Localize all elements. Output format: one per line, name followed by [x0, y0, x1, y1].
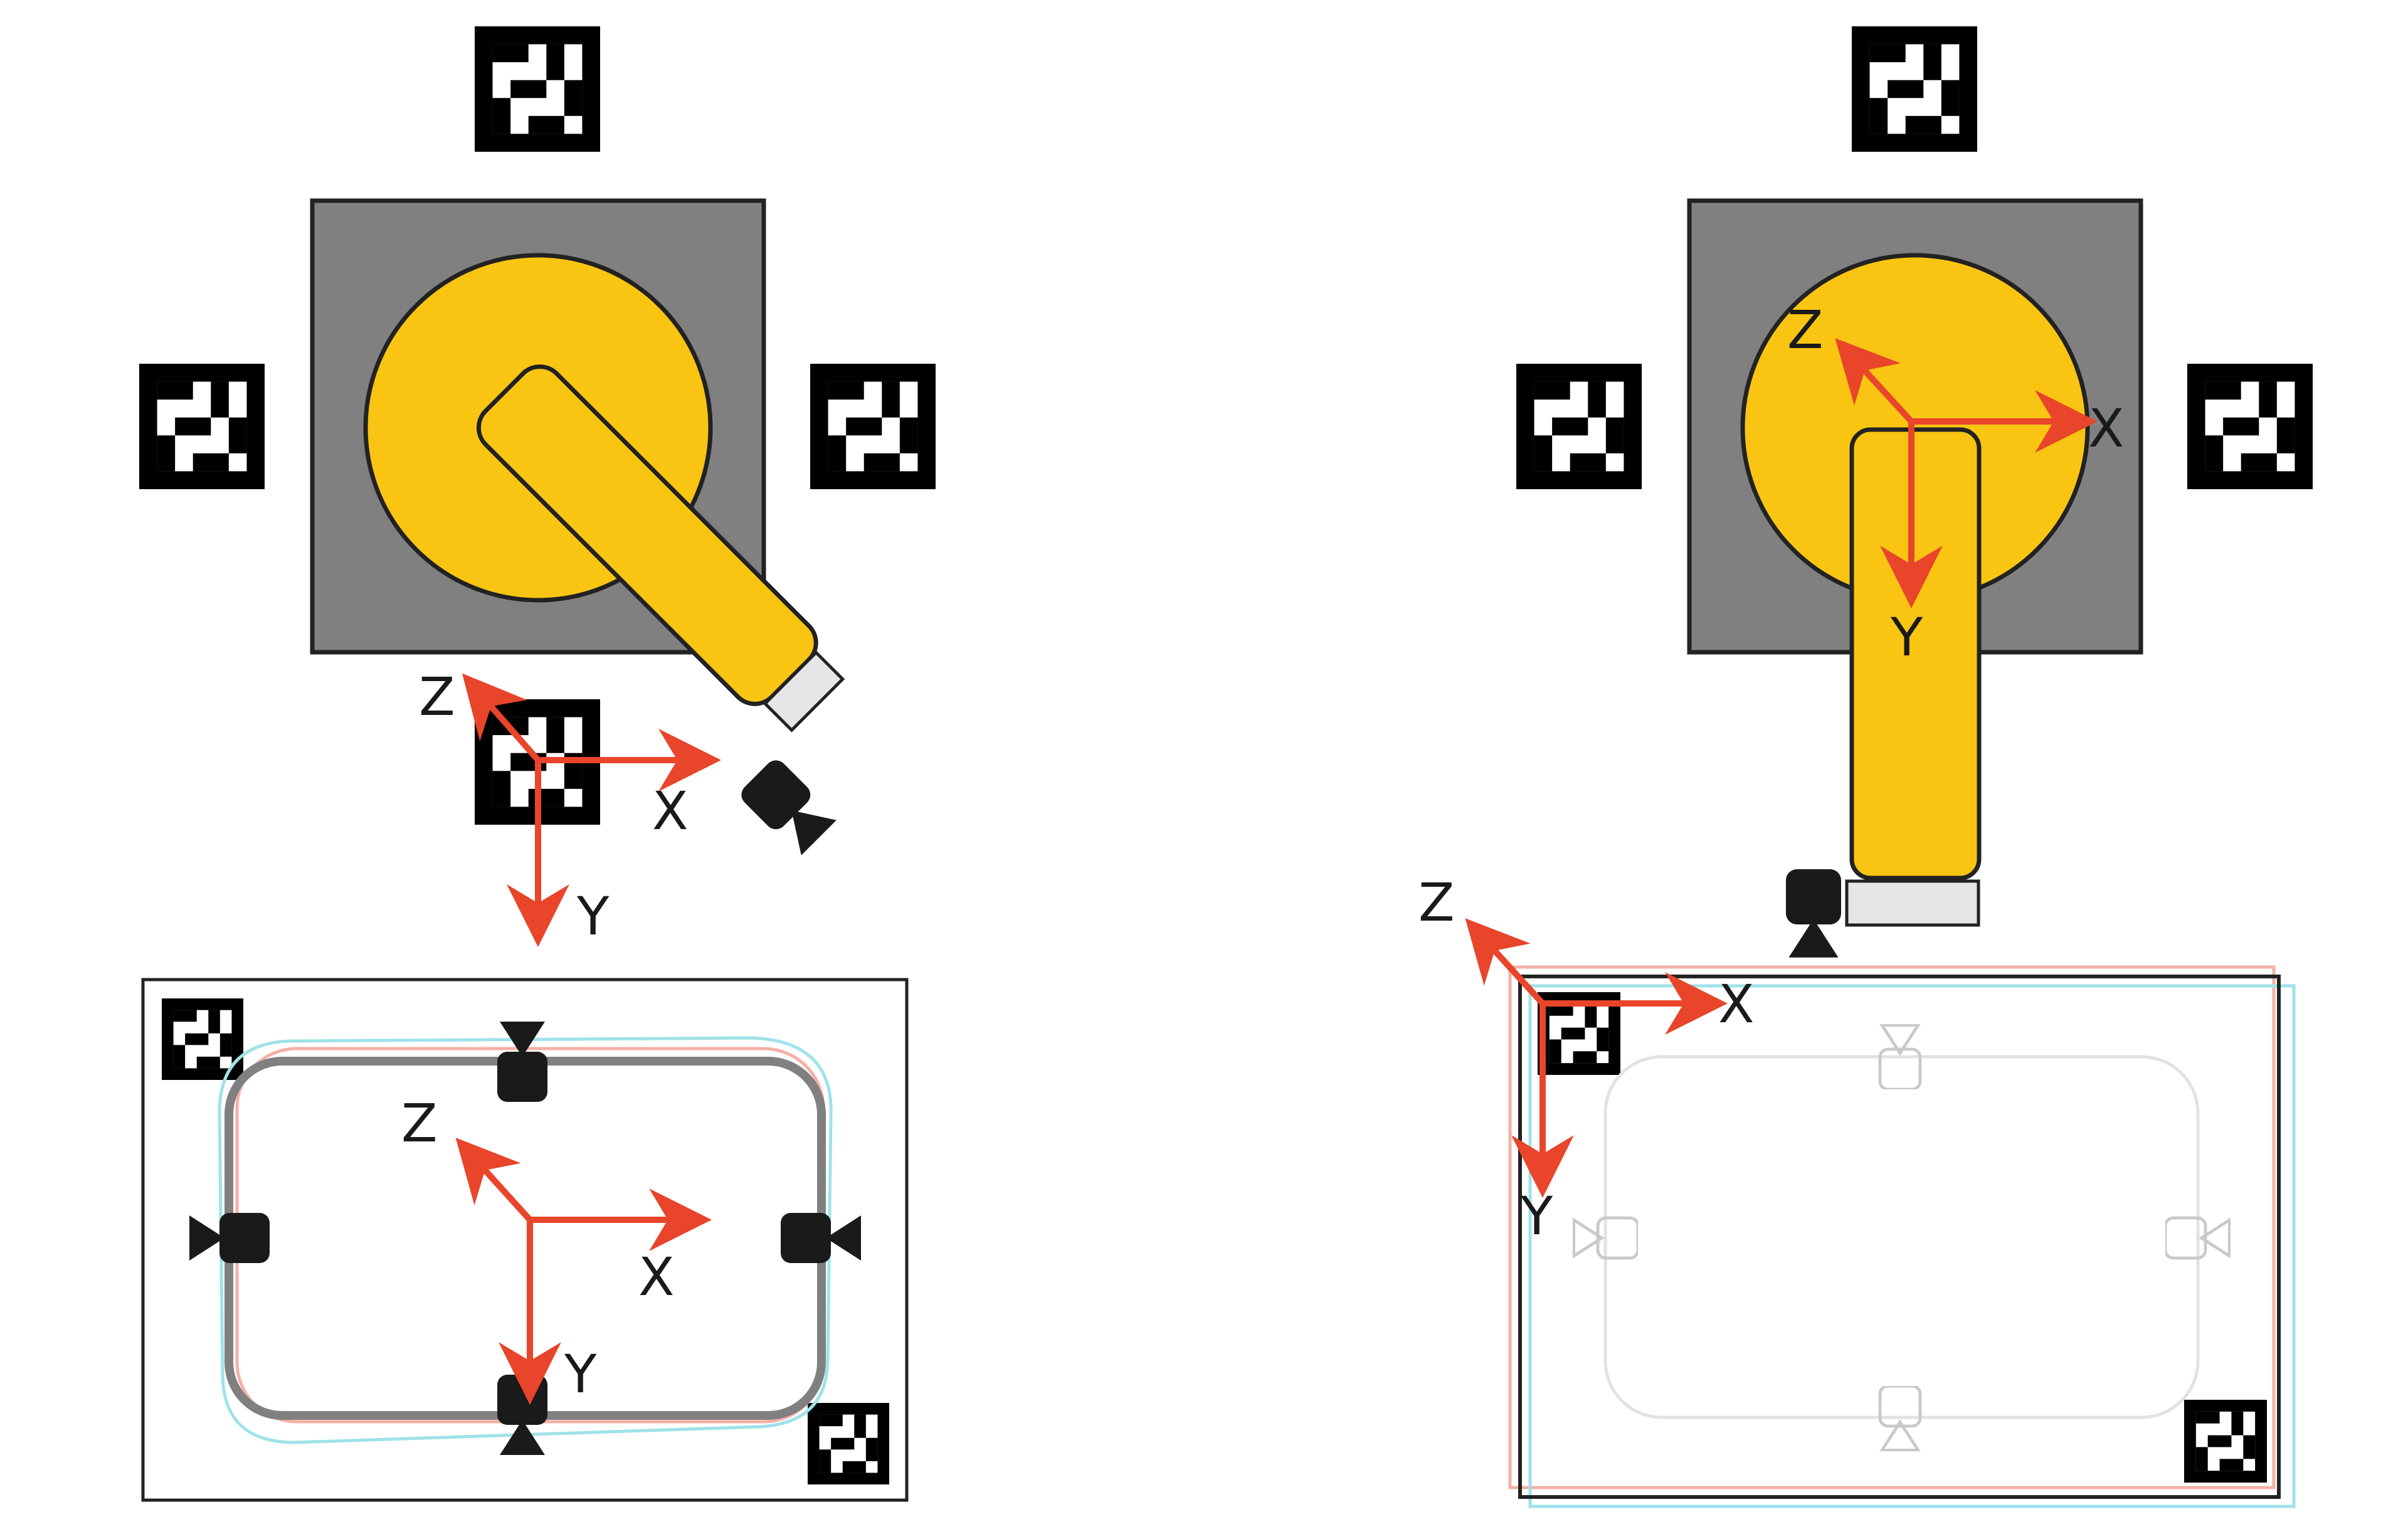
- aruco-marker-right-right: [2187, 364, 2313, 489]
- plate-outline: [1518, 975, 2281, 1499]
- plate-right-x-label: X: [1718, 973, 1755, 1035]
- tool-flange: [1845, 879, 1980, 927]
- base-frame: X Y Z: [419, 666, 721, 947]
- base-z-label: Z: [419, 666, 455, 727]
- calibration-plate-before: X Y Z: [141, 978, 909, 1502]
- aruco-marker-right-left: [810, 364, 936, 489]
- aruco-marker-left-right: [1516, 364, 1642, 489]
- robot-arm: [476, 364, 845, 733]
- aruco-marker-top-left: [475, 26, 600, 152]
- tool-y-label: Y: [1890, 606, 1923, 668]
- plate-ghost-red: [1508, 965, 2276, 1489]
- plate-right-y-label: Y: [1520, 1185, 1553, 1247]
- plate-z-axis: [455, 1138, 532, 1222]
- path-ghost-cyan: [218, 1036, 833, 1444]
- plate-z-label: Z: [401, 1092, 438, 1154]
- aruco-marker-top-right: [1852, 26, 1977, 152]
- camera-icon: [737, 756, 838, 857]
- tool-x-label: X: [2088, 398, 2125, 459]
- calibration-plate-after: X Y Z: [1418, 872, 2296, 1508]
- robot-arm-right: [1849, 427, 1982, 881]
- plate-marker-br-right: [2184, 1400, 2267, 1483]
- tool-z-axis: [1835, 338, 1914, 424]
- plate-marker-br: [808, 1403, 889, 1484]
- plate-right-z-label: Z: [1418, 872, 1455, 933]
- base-x-label: X: [652, 780, 689, 842]
- camera-icon-right: [1786, 869, 1841, 958]
- base-y-label: Y: [576, 886, 610, 947]
- plate-y-label: Y: [564, 1343, 597, 1405]
- tool-z-label: Z: [1787, 299, 1824, 361]
- panel-before: X Y Z: [139, 26, 936, 1502]
- plate-right-z-axis: [1465, 918, 1545, 1006]
- base-z-axis: [462, 673, 541, 763]
- panel-after: X Y Z: [1418, 26, 2313, 1508]
- plate-ghost-cyan: [1528, 984, 2296, 1508]
- aruco-marker-left-left: [139, 364, 265, 489]
- camera-path-ghost: [1603, 1055, 2200, 1419]
- plate-x-label: X: [638, 1246, 675, 1308]
- tool-frame: X Y Z: [1787, 299, 2125, 668]
